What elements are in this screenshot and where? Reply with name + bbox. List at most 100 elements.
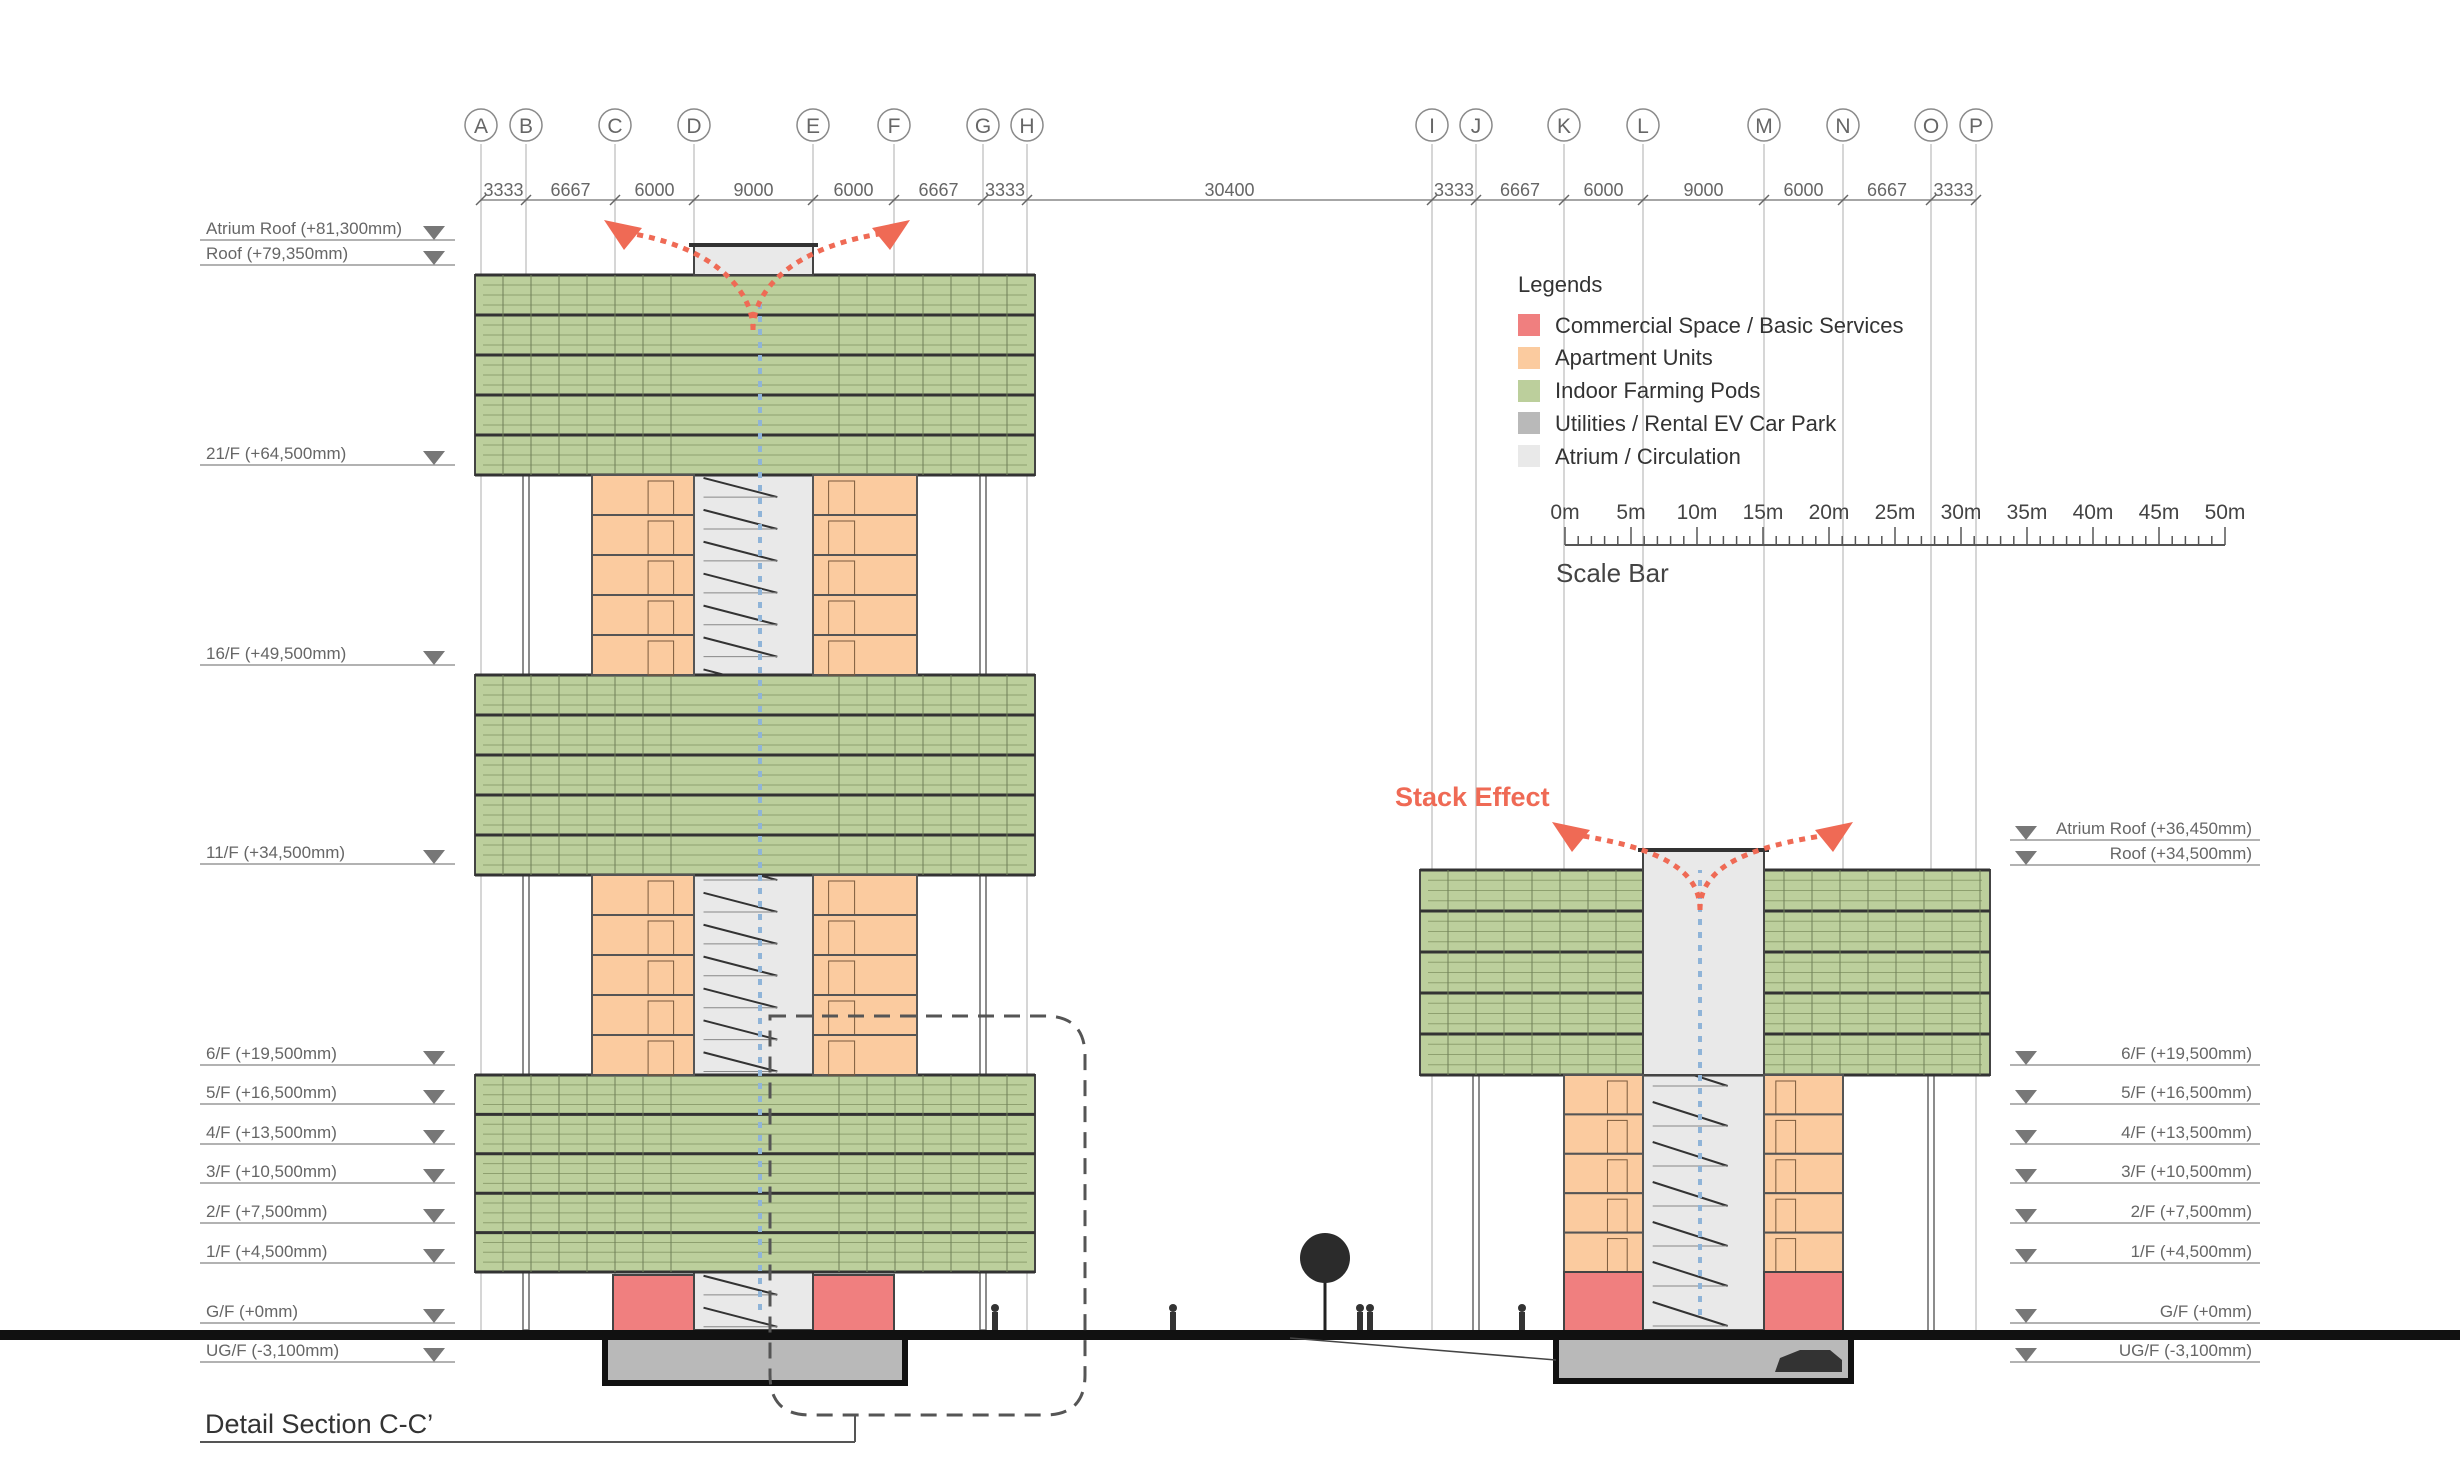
grid-bubble: [1626, 108, 1660, 142]
person-body: [1357, 1312, 1363, 1330]
site-slope: [1289, 1337, 1557, 1361]
level-marker: [423, 251, 445, 265]
grid-bubble: [796, 108, 830, 142]
dimension-tick: [609, 194, 621, 206]
apartment-unit: [812, 474, 918, 516]
stair-flight: [703, 508, 778, 530]
detail-callout: Detail Section C-C’: [200, 1014, 1087, 1443]
basement-utilities: [602, 1332, 908, 1386]
apartment-unit: [1563, 1152, 1644, 1195]
stair-flight: [703, 476, 778, 499]
level-label: G/F (+0mm): [2160, 1302, 2252, 1321]
apartment-unit: [812, 914, 918, 956]
level-label: 3/F (+10,500mm): [206, 1162, 337, 1181]
legend-label-commercial: Commercial Space / Basic Services: [1555, 313, 1903, 338]
dimension-text: 3333: [985, 180, 1025, 200]
level-label: 4/F (+13,500mm): [2121, 1123, 2252, 1142]
dimension-tick: [888, 194, 900, 206]
dimension-tick: [1758, 194, 1770, 206]
dimension-text: 6667: [1500, 180, 1540, 200]
grid-label: H: [1019, 115, 1034, 138]
dimension-text: 6667: [1867, 180, 1907, 200]
level-label: 21/F (+64,500mm): [206, 444, 346, 463]
scale-bar-tick-label: 50m: [2205, 501, 2246, 524]
stack-effect-label: Stack Effect: [1395, 782, 1550, 812]
scale-bar-tick-label: 10m: [1677, 501, 1718, 524]
level-marker: [423, 1249, 445, 1263]
level-marker: [423, 1051, 445, 1065]
level-marker: [2015, 826, 2037, 840]
dimension-tick: [520, 194, 532, 206]
dimension-tick: [977, 194, 989, 206]
stair-flight: [703, 891, 778, 913]
dimension-tick: [1021, 194, 1033, 206]
scale-bar-tick-label: 45m: [2139, 501, 2180, 524]
structural-column: [1927, 1069, 1935, 1333]
legend-swatch-utilities: [1518, 412, 1540, 434]
level-marker: [423, 1169, 445, 1183]
apartment-unit: [591, 1034, 695, 1076]
legend: Legends Commercial Space / Basic Service…: [1518, 272, 1903, 469]
stair-flight: [1652, 1301, 1729, 1327]
level-label: UG/F (-3,100mm): [2119, 1341, 2252, 1360]
level-marker: [423, 1130, 445, 1144]
scale-bar-tick-label: 35m: [2007, 501, 2048, 524]
scale-bar-tick-label: 20m: [1809, 501, 1850, 524]
grid-label: E: [806, 115, 820, 138]
level-marker: [423, 1209, 445, 1223]
apartment-unit: [591, 914, 695, 956]
grid-bubble: [1010, 108, 1044, 142]
apartment-unit: [812, 874, 918, 916]
grid-label: M: [1755, 115, 1773, 138]
apartment-unit: [591, 554, 695, 596]
grid-bubble: [1959, 108, 1993, 142]
stair-flight: [703, 955, 778, 977]
apartment-unit: [1763, 1152, 1844, 1195]
person-head: [1356, 1304, 1364, 1312]
stair-flight: [1652, 1141, 1729, 1167]
grid-label: F: [888, 115, 901, 138]
level-label: 6/F (+19,500mm): [206, 1044, 337, 1063]
stair-flight: [703, 923, 778, 945]
dimension-tick: [475, 194, 487, 206]
scale-bar-tick-label: 40m: [2073, 501, 2114, 524]
grid-bubble: [877, 108, 911, 142]
legend-label-atrium: Atrium / Circulation: [1555, 444, 1741, 469]
person-head: [1169, 1304, 1177, 1312]
apartment-unit: [812, 554, 918, 596]
grid-label: J: [1471, 115, 1482, 138]
low-block-section: [1419, 822, 1991, 1384]
scale-bar-tick-label: 0m: [1550, 501, 1579, 524]
stack-effect-arrow: [1697, 831, 1836, 911]
dimension-text: 3333: [1434, 180, 1474, 200]
stack-arrowhead: [1552, 822, 1590, 852]
apartment-door: [828, 1040, 856, 1076]
level-label: Atrium Roof (+81,300mm): [206, 219, 402, 238]
level-marker: [423, 1348, 445, 1362]
apartment-unit: [591, 874, 695, 916]
stack-effect-arrow: [1569, 831, 1703, 911]
commercial-space: [812, 1274, 895, 1333]
level-marker: [423, 1090, 445, 1104]
level-marker: [2015, 1130, 2037, 1144]
legend-label-utilities: Utilities / Rental EV Car Park: [1555, 411, 1837, 436]
level-label: 2/F (+7,500mm): [2131, 1202, 2252, 1221]
level-marker: [2015, 1209, 2037, 1223]
stair-flight: [703, 1274, 778, 1296]
dimension-tick: [807, 194, 819, 206]
apartment-unit: [591, 474, 695, 516]
apartment-door: [647, 1040, 675, 1076]
grid-label: K: [1557, 115, 1571, 138]
level-label: Atrium Roof (+36,450mm): [2056, 819, 2252, 838]
stack-arrowhead: [1815, 822, 1853, 852]
grid-label: O: [1923, 115, 1939, 138]
dimension-tick: [1426, 194, 1438, 206]
dimension-text: 6000: [634, 180, 674, 200]
level-label: 6/F (+19,500mm): [2121, 1044, 2252, 1063]
grid-bubble: [1826, 108, 1860, 142]
dimension-text: 6667: [918, 180, 958, 200]
level-label: UG/F (-3,100mm): [206, 1341, 339, 1360]
dimension-text: 3333: [483, 180, 523, 200]
stair-flight: [1652, 1181, 1729, 1207]
dimension-tick: [1558, 194, 1570, 206]
